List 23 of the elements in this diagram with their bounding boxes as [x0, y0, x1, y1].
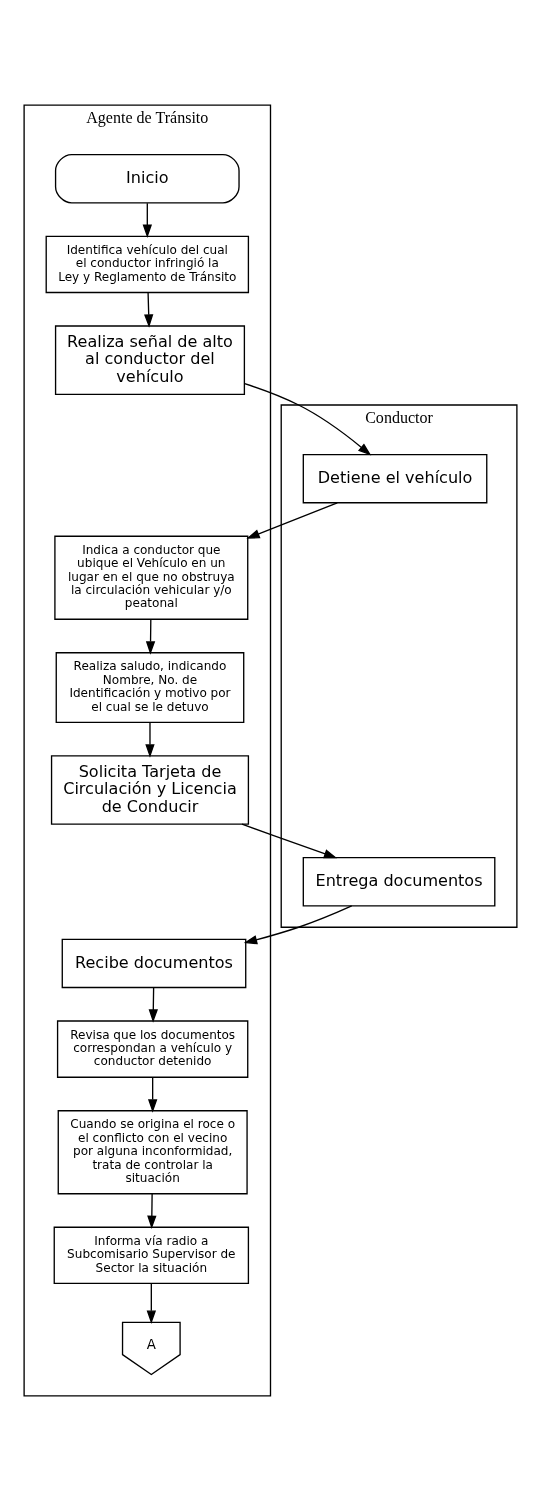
- arrow: [147, 1076, 158, 1113]
- node-box: Inicio: [54, 153, 240, 203]
- node-box: Solicita Tarjeta de Circulación y Licencia de Conducir: [50, 754, 250, 825]
- node-box: Realiza saludo, indicando Nombre, No. de Identificación y motivo por el cual se le detuvo: [55, 651, 245, 723]
- arrow: [244, 382, 372, 456]
- node-box: Indica a conductor que ubique el Vehículo en un lugar en el que no obstruya la circulación vehicular y/o peatonal: [54, 535, 249, 620]
- arrow: [246, 501, 338, 539]
- arrow: [142, 202, 152, 238]
- node-box: Recibe documentos: [61, 938, 247, 988]
- arrow: [145, 721, 155, 758]
- arrow: [145, 618, 156, 655]
- node-box: Realiza señal de alto al conductor del vehículo: [54, 324, 246, 395]
- arrow: [147, 1192, 157, 1229]
- node-box: Informa vía radio a Subcomisario Supervisor de Sector la situación: [53, 1226, 250, 1284]
- node-box: Entrega documentos: [302, 856, 496, 906]
- node-box: Revisa que los documentos correspondan a vehículo y conductor detenido: [56, 1019, 249, 1078]
- arrow: [146, 1282, 156, 1324]
- arrow: [148, 986, 158, 1023]
- node-box: Cuando se origina el roce o el conflicto con el vecino por alguna inconformidad, trata de controlar la situación: [57, 1109, 248, 1194]
- arrow: [144, 291, 154, 328]
- node-box: Detiene el vehículo: [302, 453, 488, 503]
- node-box: Identifica vehículo del cual el conductor infringió la Ley y Reglamento de Tránsito: [45, 235, 250, 293]
- arrow: [241, 823, 338, 858]
